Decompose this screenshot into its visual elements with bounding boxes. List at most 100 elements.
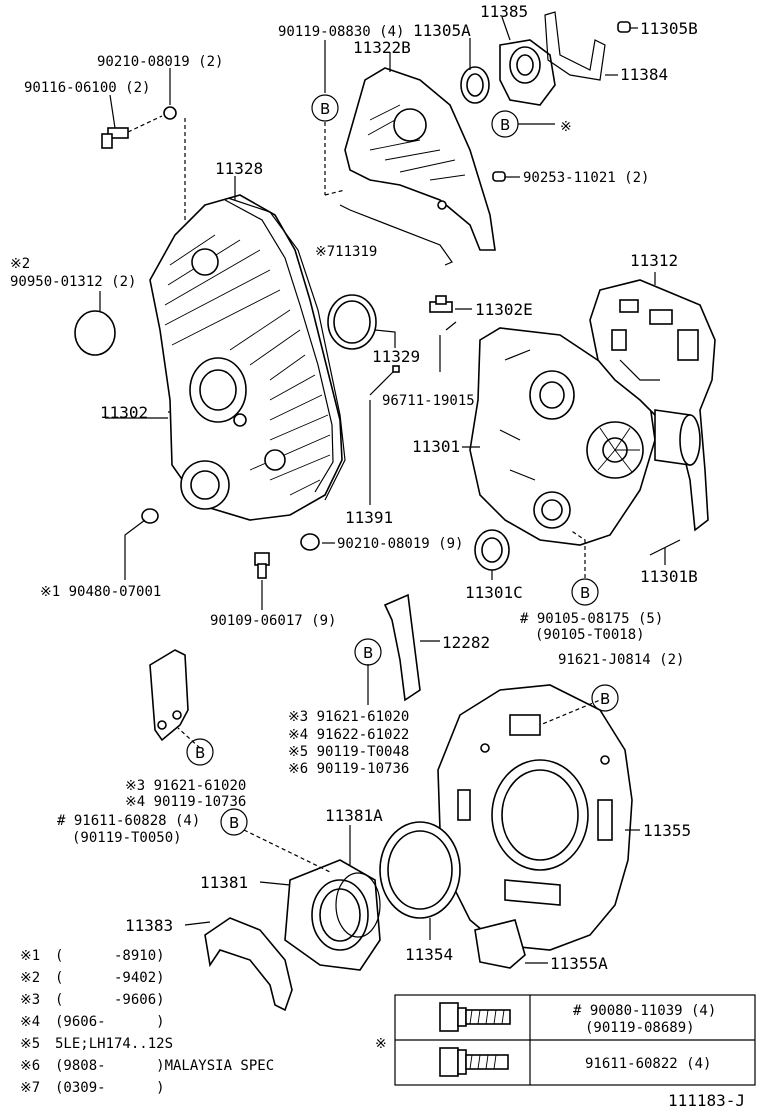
label-11383: 11383	[125, 916, 173, 935]
note-mark: ※4	[20, 1014, 40, 1030]
label-90480-07001: ※1 90480-07001	[40, 584, 161, 600]
note-text: (9606- )	[55, 1014, 165, 1030]
bolt-90116-06100	[101, 106, 186, 220]
label-11355: 11355	[643, 821, 691, 840]
notes-list: ※1 ( -8910) ※2 ( -9402) ※3 ( -9606) ※4 (…	[20, 948, 274, 1096]
label-90105-t0018: (90105-T0018)	[535, 627, 645, 643]
label-12282: 12282	[442, 633, 490, 652]
svg-text:B: B	[600, 690, 610, 708]
stud-11301b	[649, 539, 681, 556]
label-11301b: 11301B	[640, 567, 698, 586]
cover-11355a	[474, 919, 526, 969]
label-90116-06100: 90116-06100 (2)	[24, 80, 150, 96]
oil-pump-body	[654, 409, 701, 466]
note-text: 5LE;LH174..12S	[55, 1036, 173, 1052]
note-mark: ※3	[20, 992, 40, 1008]
seal-11305a	[460, 66, 490, 104]
end-plate-11355	[437, 684, 633, 951]
label-91611-60828: # 91611-60828 (4)	[57, 813, 200, 829]
note-text: (9808- )MALAYSIA SPEC	[55, 1058, 274, 1074]
svg-text:B: B	[500, 116, 510, 134]
label-11305a: 11305A	[413, 21, 471, 40]
wire-711319	[339, 204, 453, 266]
label-11322b: 11322B	[353, 38, 411, 57]
label-91621-j0814: 91621-J0814 (2)	[558, 652, 684, 668]
note-text: ( -9402)	[55, 970, 165, 986]
label-b-mark: ※	[560, 119, 572, 135]
retainer-11381	[284, 859, 381, 971]
note-text: ( -8910)	[55, 948, 165, 964]
label-90950-01312: 90950-01312 (2)	[10, 274, 136, 290]
label-11301c: 11301C	[465, 583, 523, 602]
washer-90210-08019-9	[300, 533, 320, 551]
bolt-table: ※ # 90080-11039 (4) (90119-08689) 91611-…	[375, 994, 756, 1086]
oil-seal-11354	[379, 821, 461, 919]
plate-11383	[204, 917, 293, 1012]
marker-b-top-left: B	[311, 94, 339, 122]
label-11384: 11384	[620, 65, 668, 84]
seal-11301c	[474, 529, 510, 571]
svg-text:B: B	[320, 100, 330, 118]
label-90210-08019-2: 90210-08019 (2)	[97, 54, 223, 70]
label-11312: 11312	[630, 251, 678, 270]
marker-b-housing: B	[571, 578, 599, 606]
bracket-12282	[383, 593, 421, 702]
label-11381a: 11381A	[325, 806, 383, 825]
cap-90950-01312	[74, 310, 116, 356]
label-90119-10736-b: ※4 90119-10736	[125, 794, 246, 810]
note-mark: ※6	[20, 1058, 40, 1074]
part-labels: 11385 11305B 90119-08830 (4) 11305A 1132…	[10, 2, 698, 973]
svg-text:B: B	[195, 744, 205, 762]
note-mark: ※5	[20, 1036, 40, 1052]
label-11302e: 11302E	[475, 300, 533, 319]
plug-11305b	[617, 21, 631, 33]
label-11302: 11302	[100, 403, 148, 422]
note-text: ( -9606)	[55, 992, 165, 1008]
label-11354: 11354	[405, 945, 453, 964]
plate-11322b	[344, 67, 496, 251]
leader-lines	[99, 16, 666, 964]
gasket-11312	[589, 279, 716, 532]
diagram-id: 111183-J	[668, 1091, 745, 1110]
timing-cover-11302	[149, 194, 343, 521]
label-90253-11021: 90253-11021 (2)	[523, 170, 649, 186]
label-90109-06017: 90109-06017 (9)	[210, 613, 336, 629]
oring-11329	[327, 294, 377, 350]
label-91621-61020-a: ※3 91621-61020	[288, 709, 409, 725]
svg-text:B: B	[229, 814, 239, 832]
label-90119-t0048: ※5 90119-T0048	[288, 744, 409, 760]
note-mark: ※7	[20, 1080, 40, 1096]
pin-11391	[369, 365, 400, 396]
label-90119-10736-a: ※6 90119-10736	[288, 761, 409, 777]
label-11391: 11391	[345, 508, 393, 527]
label-11328: 11328	[215, 159, 263, 178]
svg-text:B: B	[363, 644, 373, 662]
label-11381: 11381	[200, 873, 248, 892]
washer-90480-07001	[141, 508, 159, 524]
label-90210-08019-9: 90210-08019 (9)	[337, 536, 463, 552]
svg-text:B: B	[580, 584, 590, 602]
label-11385: 11385	[480, 2, 528, 21]
bolt-90109-06017	[254, 552, 270, 579]
note-mark: ※2	[20, 970, 40, 986]
note-mark: ※1	[20, 948, 40, 964]
marker-b-bracket: B	[354, 638, 382, 666]
marker-b-left-bracket: B	[186, 738, 214, 766]
label-11329: 11329	[372, 347, 420, 366]
gasket-11381a	[335, 872, 381, 938]
label-90119-t0050: (90119-T0050)	[72, 830, 182, 846]
gasket-11328	[227, 197, 346, 501]
label-90105-08175: # 90105-08175 (5)	[520, 611, 663, 627]
bolt-row-part: 91611-60822 (4)	[585, 1056, 711, 1072]
timing-housing-11301	[469, 327, 656, 546]
label-91622-61022: ※4 91622-61022	[288, 727, 409, 743]
bolt-flange-icon	[439, 1002, 511, 1032]
bracket-left	[149, 649, 189, 742]
marker-b-top-right: B	[491, 110, 519, 138]
label-11301: 11301	[412, 437, 460, 456]
label-90119-08830: 90119-08830 (4)	[278, 24, 404, 40]
marker-b-retainer: B	[220, 808, 248, 836]
label-note-2: ※2	[10, 256, 30, 272]
pin-90253-11021	[492, 171, 506, 182]
